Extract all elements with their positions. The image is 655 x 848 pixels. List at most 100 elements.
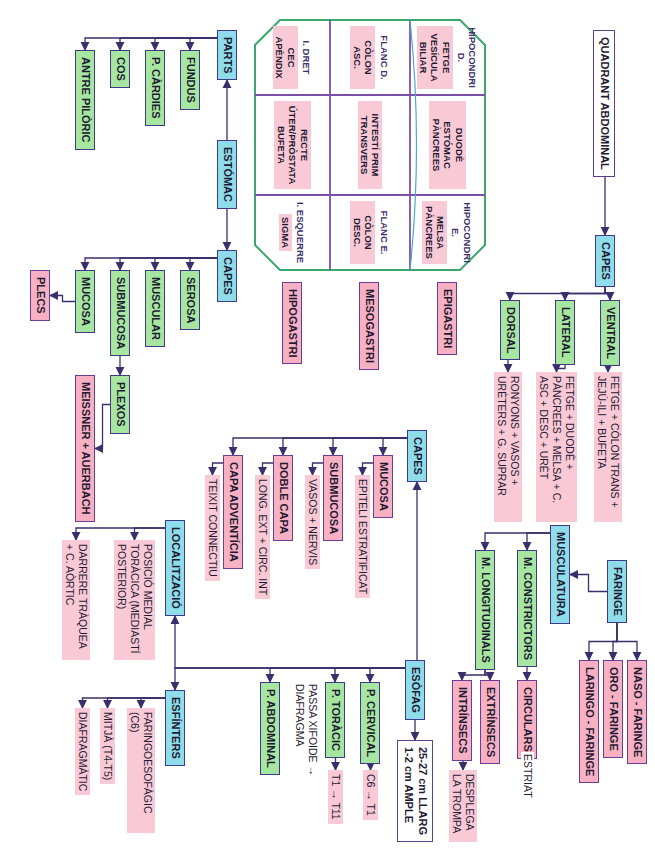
note-text: PASSA XIFOIDE → DIAFRAGMA [293, 682, 319, 836]
node-text: FETGE + CÒLON TRANS + JEJÚ-ILI + BUFETA [595, 376, 621, 518]
node-text: MUCOSA [376, 462, 390, 511]
node-text: FARINGE [610, 567, 624, 616]
organ-list: INTESTÍ PRIM TRANSVERS [358, 101, 383, 189]
item-box: EPIGASTRI [437, 282, 457, 355]
connector-arrow [95, 405, 110, 449]
node-text: LONG. EXT + CIRC. INT [256, 479, 269, 595]
item-box: LARINGO - FARINGE [579, 660, 599, 783]
connector-arrow [604, 177, 605, 235]
node-text: ORO - FARINGE [606, 667, 620, 751]
connector-arrow [510, 287, 605, 300]
topic-box: MUSCULAR [145, 270, 165, 347]
topic-box: P. CÀRDIES [145, 50, 165, 126]
node-text: MITJÀ (T4-T5) [101, 712, 114, 780]
item-box: MESOGASTRI [359, 282, 379, 370]
detail-text: RONYONS + VASOS + URÈTERS + G. SUPRAR [494, 372, 522, 522]
region-name: FLANC E. [378, 211, 389, 255]
node-text: SEROSA [183, 277, 197, 323]
node-text: FETGE + DUODÈ + PÀNCREES + MELSA + C. AS… [537, 376, 576, 518]
node-text: C6 → T1 [364, 774, 377, 816]
node-text: EXTRÍNSECS [483, 687, 497, 757]
region-divider [255, 194, 485, 196]
connector-arrow [589, 623, 617, 660]
node-text: NASO - FARINGE [630, 667, 644, 757]
item-box: CIRCULARS [517, 680, 537, 759]
node-text: VASOS + NERVIS [306, 479, 319, 565]
connector-arrow [335, 758, 336, 770]
connector-arrow [233, 438, 407, 455]
node-text: ESTÓMAC [220, 147, 234, 202]
connector-arrow [120, 38, 217, 50]
detail-text: LONG. EXT + CIRC. INT [255, 475, 270, 599]
node-text: EPITELI ESTRATIFICAT [356, 479, 369, 594]
node-text: CIRCULARS [520, 687, 534, 752]
node-text: SUBMUCOSA [113, 277, 127, 349]
section-box: PARTS [217, 30, 237, 80]
node-text: INTRÍNSECS [455, 687, 469, 754]
abdominal-region: INTESTÍ PRIM TRANSVERS [330, 95, 410, 195]
connector-arrow [462, 761, 463, 770]
connector-arrow [50, 296, 75, 302]
region-divider [410, 20, 417, 270]
abdominal-region: I. DRETCEC APÈNDIX [255, 20, 330, 95]
node-text: DARRERE TRÀQUEA + C. AÒRTIC [63, 544, 89, 656]
node-text: MEISSNER + AUERBACH [78, 382, 92, 515]
abdominal-region: FLANC D.CÒLON ASC. [330, 20, 410, 95]
abdominal-region: DUODÈ ESTÓMAC PÀNCREES [410, 95, 485, 195]
topic-box: SUBMUCOSA [110, 270, 130, 356]
connector-arrow [526, 667, 527, 680]
node-text: MESOGASTRI [362, 289, 376, 363]
connector-arrow [263, 463, 274, 475]
node-text: 25-27 cm LLARG [415, 747, 429, 835]
section-box: MUSCULATURA [550, 525, 570, 624]
detail-text: POSICIÓ MEDIAL TORÀCICA (MEDIASTÍ POSTER… [114, 540, 155, 660]
connector-arrow [414, 720, 415, 740]
detail-text: FETGE + CÒLON TRANS + JEJÚ-ILI + BUFETA [594, 372, 622, 522]
detail-text: DARRERE TRÀQUEA + C. AÒRTIC [62, 540, 90, 660]
organ-list: CÒLON ASC. [350, 26, 375, 89]
organ-list: CÒLON DESC. [350, 201, 375, 264]
region-divider [255, 94, 485, 96]
topic-box: SEROSA [180, 270, 200, 330]
section-box: CAPES [407, 430, 427, 482]
connector-arrow [108, 698, 166, 708]
item-box: DOBLE CAPA [273, 455, 293, 541]
connector-arrow [283, 438, 407, 455]
node-text: QUADRANT ABDOMINAL [597, 37, 611, 170]
item-box: MUCOSA [373, 455, 393, 518]
section-box: CAPES [595, 235, 615, 287]
topic-box: DORSAL [500, 300, 520, 360]
node-text: P. CÀRDIES [148, 57, 162, 119]
section-box: LOCALITZACIÓ [165, 520, 185, 616]
item-box: ORO - FARINGE [603, 660, 623, 758]
node-text: ANTRE PILÒRIC [78, 57, 92, 143]
abdomen-outline [255, 20, 485, 270]
node-text: TEIXIT CONNECTIU [206, 479, 219, 577]
organ-list: MELSA PÀNCREES [422, 201, 447, 264]
region-name: HIPOCONDRI D. [456, 26, 479, 89]
node-text: LATERAL [558, 307, 572, 358]
topic-box: P. TORÀCIC [325, 682, 345, 758]
abdominal-region: FLANC E.CÒLON DESC. [330, 195, 410, 270]
topic-box: FUNDUS [180, 50, 200, 110]
topic-box: P. CERVICAL [360, 682, 380, 764]
topic-box: P. ABDOMINAL [260, 682, 280, 775]
item-box: CAPA ADVENTÍCIA [223, 455, 243, 569]
node-text: ESÒFAG [408, 667, 422, 713]
region-divider [329, 20, 331, 270]
node-text: DESPLEGA LA TROMPA [450, 774, 476, 838]
region-name: FLANC D. [378, 35, 389, 79]
section-box: ESTÓMAC [217, 140, 237, 209]
organ-list: CEC APÈNDIX [273, 26, 298, 89]
topic-box: PLEXOS [110, 375, 130, 434]
detail-text: FARINGOESOFÀGIC (C6) [127, 708, 155, 833]
detail-text: VASOS + NERVIS [305, 475, 320, 569]
detail-text: T1 → T11 [328, 770, 343, 824]
connector-arrow [155, 258, 217, 270]
node-text: MUSCULATURA [553, 532, 567, 617]
node-text: CAPA ADVENTÍCIA [226, 462, 240, 562]
heading-box: QUADRANT ABDOMINAL [593, 30, 615, 177]
organ-list: RECTE ÚTER/PRÒSTATA BUFETA [274, 101, 310, 189]
node-text: LARINGO - FARINGE [582, 667, 596, 776]
